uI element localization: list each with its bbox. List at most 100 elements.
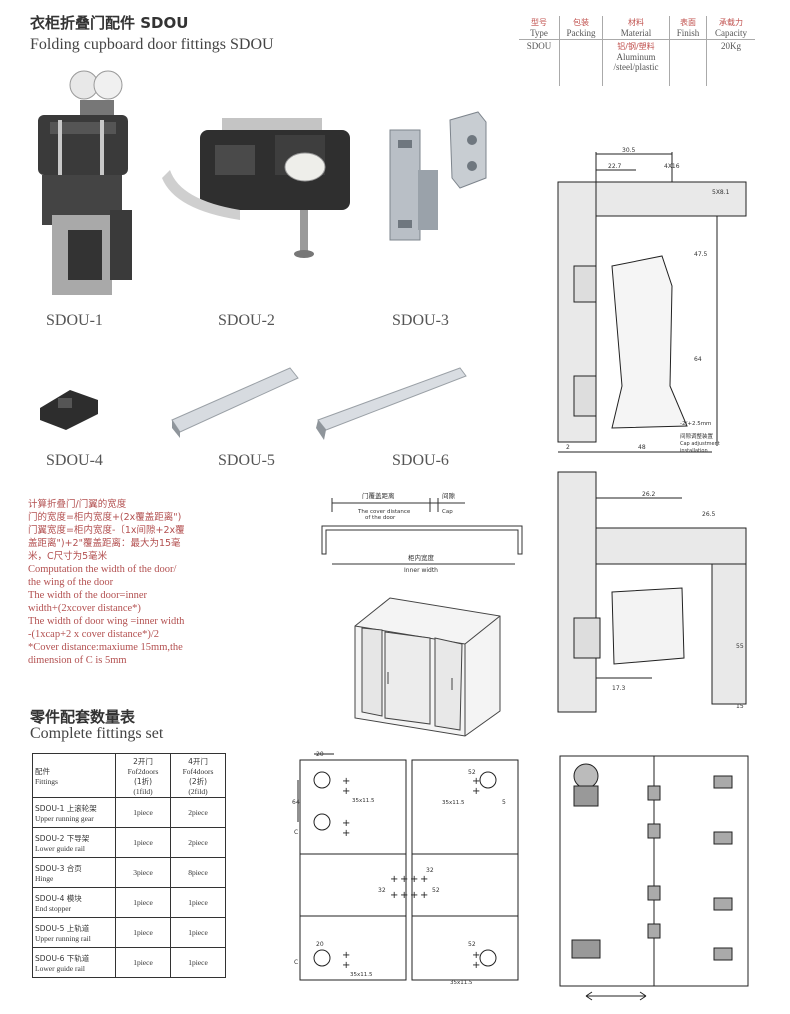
fit-col2-sub-en: (1fild) bbox=[133, 786, 153, 796]
svg-text:+: + bbox=[342, 786, 350, 797]
sdou-2-image bbox=[162, 118, 350, 258]
section-top-dim-3: 4X16 bbox=[664, 163, 680, 170]
section-top-dim-4: 5X8.1 bbox=[712, 189, 730, 196]
spec-type: SDOU bbox=[526, 41, 552, 51]
inner-label-cn: 柜内宽度 bbox=[408, 553, 435, 562]
page-title-cn: 衣柜折叠门配件 SDOU bbox=[30, 14, 189, 32]
svg-text:+: + bbox=[342, 818, 350, 829]
spec-head-capacity-en: Capacity bbox=[715, 28, 747, 38]
calc-en-6: -(1xcap+2 x cover distance*)/2 bbox=[28, 629, 159, 640]
sdou-3-image bbox=[389, 111, 487, 241]
drill-dim-8: 32 bbox=[426, 867, 434, 874]
fit-name-en: Lower guide rail bbox=[35, 843, 85, 853]
calc-en-5: The width of door wing =inner width bbox=[28, 616, 185, 627]
drill-dim-13: C bbox=[294, 959, 298, 966]
drill-dim-6: 52 bbox=[468, 769, 476, 776]
fit-qty-two: 1piece bbox=[115, 887, 171, 918]
drill-dim-2: 64 bbox=[292, 799, 300, 806]
label-sdou-5: SDOU-5 bbox=[218, 452, 275, 469]
svg-text:+: + bbox=[390, 890, 398, 901]
svg-text:+: + bbox=[400, 890, 408, 901]
section-top-dim-9: 48 bbox=[638, 444, 646, 451]
svg-text:+: + bbox=[472, 960, 480, 971]
installation-elevation bbox=[559, 755, 749, 1001]
section-bottom-dim-1: 26.2 bbox=[642, 491, 656, 498]
drilling-diagram: ++++ ++ ++++ ++++ ++++ 20 64 35x11.5 C 3… bbox=[292, 751, 519, 986]
section-top-dim-5: 47.5 bbox=[694, 251, 708, 258]
section-top-drawing: 30.5 22.7 4X16 5X8.1 47.5 64 -2/+2.5mm 间… bbox=[557, 147, 747, 454]
spec-head-finish-en: Finish bbox=[676, 28, 700, 38]
svg-text:+: + bbox=[410, 874, 418, 885]
drill-dim-5: 35x11.5 bbox=[442, 800, 465, 806]
drill-dim-3: 35x11.5 bbox=[352, 798, 375, 804]
fit-name-cn: SDOU-1 上滚轮架 bbox=[35, 803, 97, 813]
svg-text:+: + bbox=[342, 960, 350, 971]
fit-name-en: Hinge bbox=[35, 873, 54, 883]
drill-dim-14: 52 bbox=[468, 941, 476, 948]
spec-head-packing-en: Packing bbox=[566, 28, 596, 38]
svg-text:+: + bbox=[472, 776, 480, 787]
spec-head-material-en: Material bbox=[620, 28, 652, 38]
fit-qty-two: 1piece bbox=[115, 917, 171, 948]
fit-qty-four: 8piece bbox=[170, 857, 226, 888]
sdou-4-image bbox=[40, 390, 98, 430]
fittings-title-cn: 零件配套数量表 bbox=[30, 708, 136, 726]
svg-text:+: + bbox=[400, 874, 408, 885]
spec-head-type-en: Type bbox=[530, 28, 548, 38]
section-top-dim-8: 2 bbox=[566, 444, 570, 451]
fittings-title-en: Complete fittings set bbox=[30, 725, 164, 742]
drill-dim-9: 32 bbox=[378, 887, 386, 894]
fit-col4-sub-cn: (2折) bbox=[188, 776, 208, 786]
label-sdou-3: SDOU-3 bbox=[392, 312, 449, 329]
spec-finish bbox=[669, 39, 707, 86]
cap-adjust-en-1: Cap adjustment bbox=[680, 441, 720, 447]
label-sdou-1: SDOU-1 bbox=[46, 312, 103, 329]
sdou-6-image bbox=[316, 367, 467, 440]
cabinet-sketch bbox=[354, 597, 501, 737]
drill-dim-10: 52 bbox=[432, 887, 440, 894]
fit-qty-four: 2piece bbox=[170, 797, 226, 828]
fit-name-cn: SDOU-5 上轨道 bbox=[35, 923, 90, 933]
fit-col2-en: Fof2doors bbox=[127, 766, 159, 776]
section-bottom-dim-5: 17.3 bbox=[612, 685, 626, 692]
fit-qty-four: 1piece bbox=[170, 917, 226, 948]
product-illustrations bbox=[38, 70, 487, 440]
spec-packing bbox=[559, 39, 603, 86]
calc-en-3: The width of the door=inner bbox=[28, 590, 148, 601]
spec-capacity: 20Kg bbox=[706, 39, 755, 86]
section-bottom-dim-2: 26.5 bbox=[702, 511, 716, 518]
sdou-5-image bbox=[171, 367, 299, 438]
fit-col2-sub-cn: (1折) bbox=[133, 776, 153, 786]
fit-name-en: Upper running gear bbox=[35, 813, 94, 823]
fit-name-cn: SDOU-4 模块 bbox=[35, 893, 82, 903]
fit-name-cn: SDOU-2 下导架 bbox=[35, 833, 90, 843]
fit-name-en: End stopper bbox=[35, 903, 72, 913]
spec-head-type-cn: 型号 bbox=[531, 18, 547, 27]
calc-cn-4: 盖距离")+2"覆盖距离：最大为15毫 bbox=[28, 538, 181, 549]
svg-text:+: + bbox=[420, 890, 428, 901]
svg-text:+: + bbox=[472, 786, 480, 797]
section-top-dim-1: 30.5 bbox=[622, 147, 636, 154]
section-bottom-dim-4: 15 bbox=[736, 703, 744, 710]
spec-head-packing-cn: 包装 bbox=[573, 18, 589, 27]
section-top-dim-2: 22.7 bbox=[608, 163, 622, 170]
calc-en-8: dimension of C is 5mm bbox=[28, 655, 127, 666]
fit-head-en: Fittings bbox=[35, 776, 58, 786]
label-sdou-2: SDOU-2 bbox=[218, 312, 275, 329]
section-bottom-dim-3: 55 bbox=[736, 643, 744, 650]
fit-qty-two: 1piece bbox=[115, 827, 171, 858]
fit-qty-four: 1piece bbox=[170, 887, 226, 918]
drill-dim-12: 35x11.5 bbox=[350, 972, 373, 978]
label-sdou-6: SDOU-6 bbox=[392, 452, 449, 469]
calc-en-7: *Cover distance:maxiume 15mm,the bbox=[28, 642, 183, 653]
svg-text:+: + bbox=[342, 950, 350, 961]
svg-text:+: + bbox=[342, 776, 350, 787]
calc-en-4: width+(2xcover distance*) bbox=[28, 603, 141, 614]
